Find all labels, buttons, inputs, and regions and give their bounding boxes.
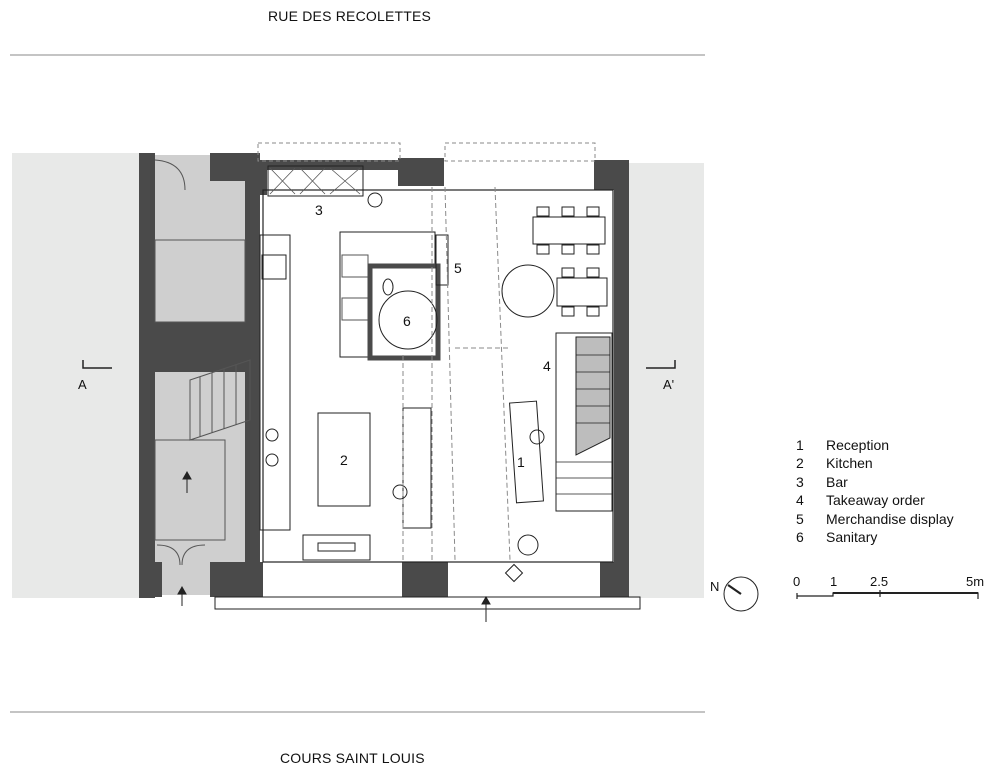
stair-void [575, 336, 611, 456]
wall-left-bottom [210, 562, 260, 597]
bar-cross [269, 167, 361, 195]
neighbour-stair [189, 359, 251, 441]
scale-tick-2-5: 2.5 [870, 574, 889, 589]
reception-chair-icon [529, 429, 545, 445]
room-number-2: 2 [340, 452, 348, 468]
kitchen-island [317, 412, 371, 507]
section-marker-a-icon [82, 360, 112, 369]
wall-bottom-right [600, 562, 628, 597]
floor-outline [262, 189, 614, 563]
neighbour-door-arc-2 [156, 544, 206, 566]
wall-left-divider [245, 180, 260, 595]
dining-tables [501, 216, 608, 318]
entrance-marker [504, 563, 524, 583]
section-label-a-prime: A' [663, 377, 675, 392]
scale-tick-1: 1 [830, 574, 838, 589]
entrance-arrow-icon [177, 470, 491, 622]
wall-top-left [258, 160, 398, 170]
north-label: N [710, 579, 720, 594]
room-number-1: 1 [517, 454, 525, 470]
outside-right-zone [628, 163, 704, 598]
section-marker-a-prime-icon [646, 360, 676, 369]
street-name-top: RUE DES RECOLETTES [268, 8, 432, 24]
kitchen-bottom-counter [302, 534, 371, 561]
north-arrow-circle [723, 576, 759, 612]
neighbour-room-1 [154, 239, 246, 323]
wall-left-outer [139, 153, 155, 598]
room-number-5: 5 [454, 260, 462, 276]
stair-treads [556, 354, 612, 495]
wall-top-pillar-mid [398, 158, 444, 186]
neighbour-door-arc [154, 159, 186, 191]
scale-tick-0: 0 [793, 574, 801, 589]
canopy-top-left [257, 142, 401, 162]
canopy-top-right [444, 142, 596, 162]
outside-left-zone [12, 153, 139, 598]
bar-counter [267, 165, 364, 197]
sanitary-rotation-circle [378, 290, 438, 350]
merch-display [435, 234, 449, 286]
section-label-a: A [78, 377, 87, 392]
wall-left-b2 [150, 562, 162, 597]
wall-bottom-left [258, 562, 263, 597]
upper-cabinet-b [341, 297, 369, 321]
wall-right [614, 160, 629, 597]
scale-tick-5m: 5m [966, 574, 985, 589]
dining-chairs [536, 206, 600, 317]
bar-stool-icon [367, 192, 383, 208]
north-arrow-needle-icon [727, 584, 742, 595]
chair-icon [392, 484, 408, 500]
room-number-6: 6 [403, 313, 411, 329]
room-number-4: 4 [543, 358, 551, 374]
scale-bar [796, 590, 979, 599]
reception-counter [509, 400, 544, 504]
street-name-bottom: COURS SAINT LOUIS [280, 750, 425, 766]
takeaway-stair [555, 332, 613, 512]
wall-left-block-top [210, 153, 260, 181]
hob-burner-icon-2 [265, 453, 279, 467]
kitchen-bottom-inner [317, 542, 356, 552]
toilet-icon [382, 278, 394, 296]
upper-cabinet-a [341, 254, 369, 278]
storefront-sill [214, 596, 641, 610]
ceiling-dashed-lines [402, 186, 511, 561]
bin-icon [517, 534, 539, 556]
wall-bottom-mid [402, 562, 448, 597]
kitchen-sink [261, 254, 287, 280]
kitchen-counter-left [259, 234, 291, 531]
wall-left-mid [150, 322, 245, 372]
wall-top-pillar-left [255, 160, 267, 195]
hob-burner-icon [265, 428, 279, 442]
service-counter [402, 407, 432, 529]
room-number-3: 3 [315, 202, 323, 218]
wall-top-pillar-right [594, 160, 614, 190]
